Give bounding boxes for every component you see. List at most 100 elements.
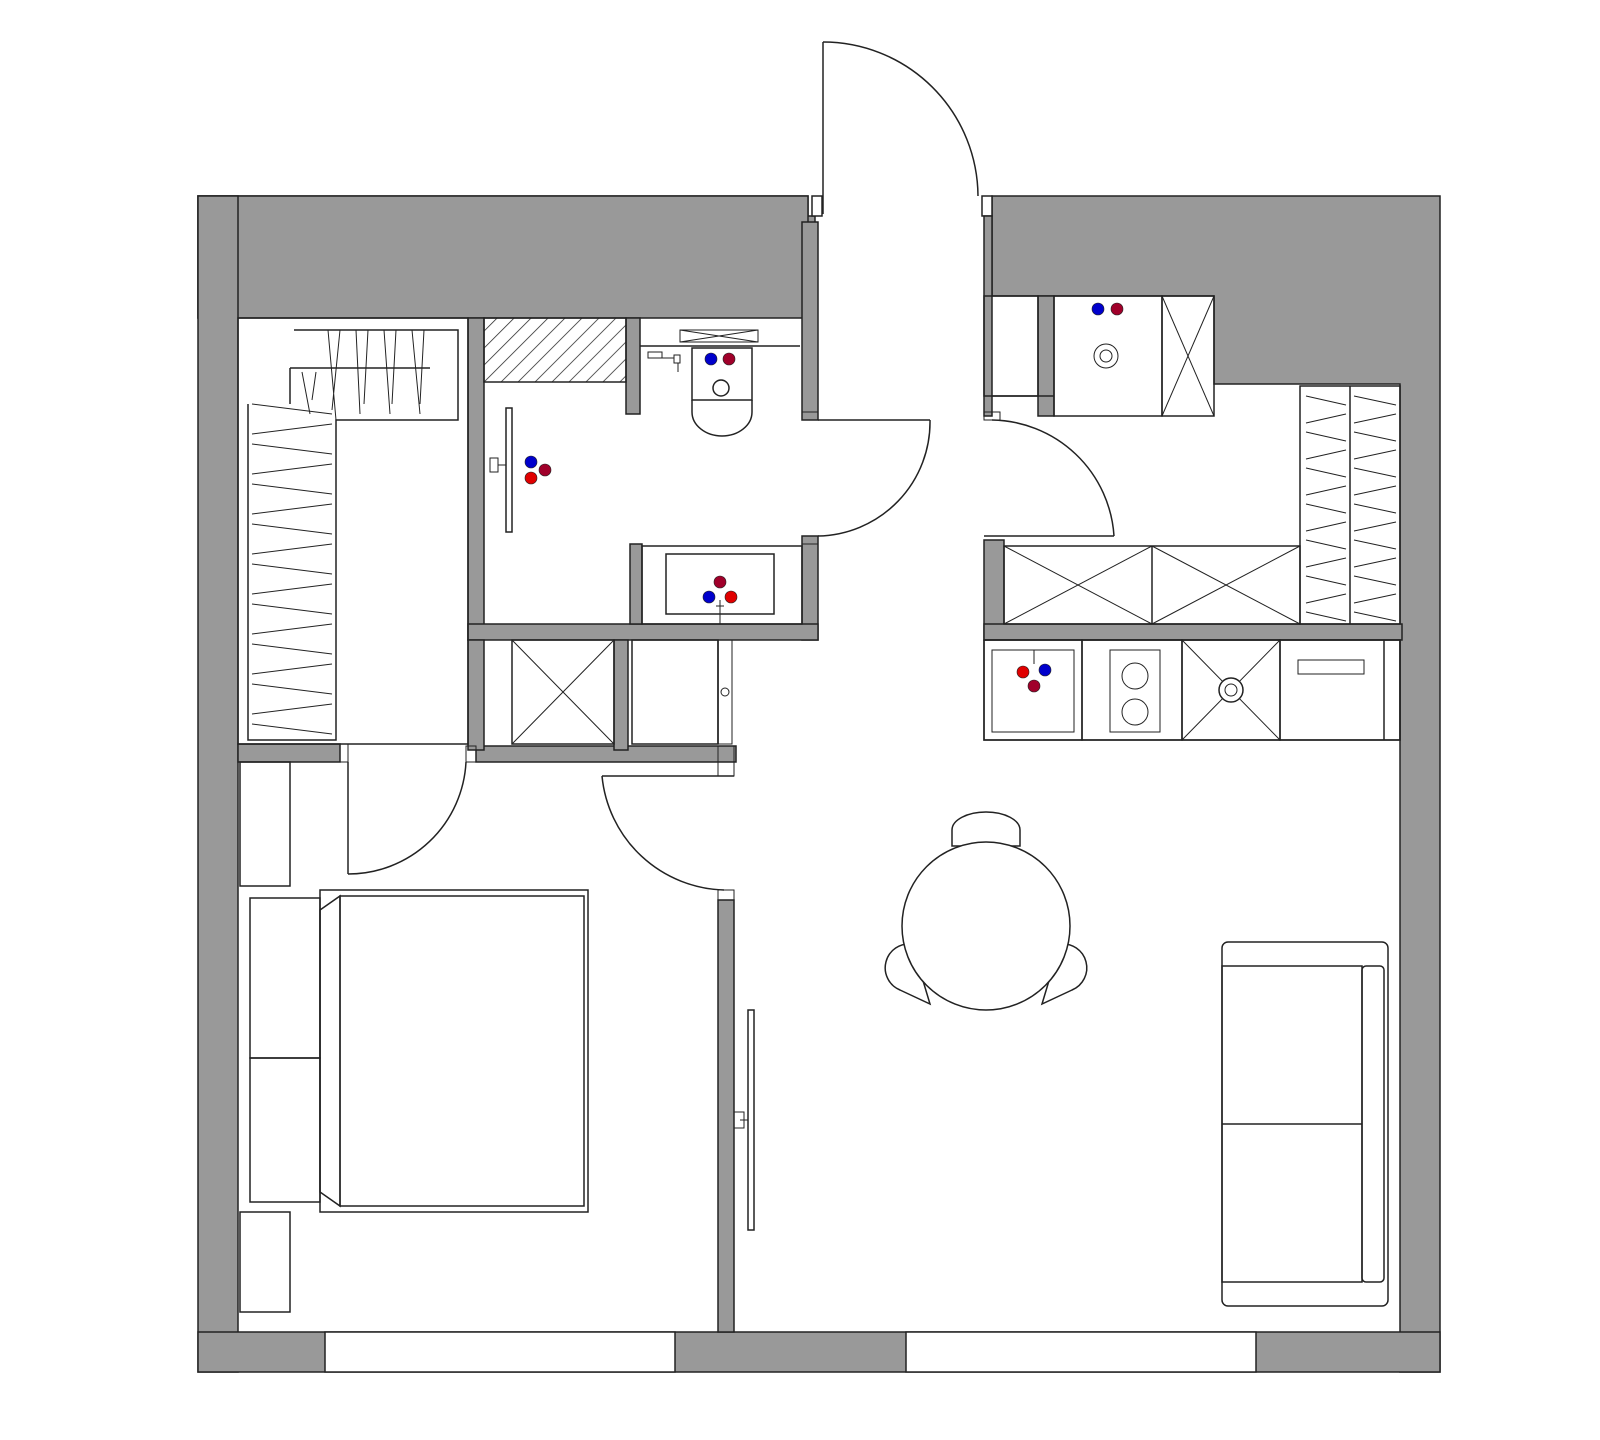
interior-walls bbox=[237, 215, 1403, 1333]
hanger-line bbox=[1353, 395, 1397, 406]
hanger-line bbox=[1305, 431, 1347, 442]
upper-cabinets[interactable] bbox=[1003, 545, 1301, 625]
shower-icon bbox=[489, 407, 552, 533]
hanger-line bbox=[1305, 521, 1347, 532]
hall-wall-left bbox=[467, 639, 485, 751]
hanger-line bbox=[251, 503, 333, 515]
hanger-line bbox=[251, 443, 333, 455]
kitchen-niche-wall bbox=[1037, 295, 1055, 417]
hanger-line bbox=[251, 403, 333, 415]
hall-cabinets bbox=[511, 639, 733, 745]
hanger-line bbox=[251, 423, 333, 435]
hangers-top bbox=[301, 329, 425, 421]
hangers-left bbox=[251, 403, 333, 735]
hanger-line bbox=[1353, 539, 1397, 550]
hanger-line bbox=[251, 483, 333, 495]
doors bbox=[347, 41, 1115, 891]
nightstand-top bbox=[239, 761, 291, 887]
hanger-line bbox=[1305, 611, 1347, 622]
boiler-cabinet-icon[interactable] bbox=[631, 639, 733, 745]
kitchen-wall-bottom bbox=[983, 623, 1403, 641]
hanger-line bbox=[251, 643, 333, 655]
hanger-line bbox=[1305, 557, 1347, 568]
hall-wall-mid bbox=[613, 639, 629, 751]
bath-wall-left bbox=[467, 317, 485, 641]
door-jamb-bedroom-2 bbox=[465, 745, 477, 763]
cabinet-icon[interactable] bbox=[1161, 295, 1215, 417]
bedroom-partition bbox=[717, 899, 735, 1333]
bathroom bbox=[483, 317, 803, 625]
wardrobe-icon[interactable] bbox=[1299, 385, 1401, 625]
hanger-line bbox=[1353, 521, 1397, 532]
hanger-line bbox=[251, 543, 333, 555]
table-icon[interactable] bbox=[884, 811, 1088, 1011]
hanger-line bbox=[251, 463, 333, 475]
hanger-line bbox=[1353, 485, 1397, 496]
door-swing-icon[interactable] bbox=[347, 761, 467, 875]
cabinet-icon[interactable] bbox=[511, 639, 615, 745]
bedroom bbox=[239, 761, 755, 1313]
wall-top-left-band bbox=[197, 195, 809, 319]
kitchen-counter bbox=[983, 639, 1401, 741]
hanger-line bbox=[1305, 395, 1347, 406]
door-jamb-bedroom bbox=[339, 743, 349, 763]
bath-wall-right-upper bbox=[801, 221, 819, 421]
hanger-line bbox=[1353, 449, 1397, 460]
dishwasher-icon[interactable] bbox=[1181, 639, 1281, 741]
hanger-line bbox=[251, 683, 333, 695]
bed-icon[interactable] bbox=[249, 889, 589, 1213]
shaft bbox=[483, 317, 627, 383]
hanger-line bbox=[251, 523, 333, 535]
return-water-icon bbox=[722, 352, 736, 366]
hanger-line bbox=[251, 623, 333, 635]
stove-icon[interactable] bbox=[1081, 639, 1183, 741]
hanger-line bbox=[251, 563, 333, 575]
hanger-line bbox=[1353, 557, 1397, 568]
sink-icon[interactable] bbox=[983, 639, 1083, 741]
chair-icon[interactable] bbox=[951, 811, 1021, 847]
flush-panel bbox=[679, 329, 759, 343]
hanger-line bbox=[251, 703, 333, 715]
hanger-line bbox=[1353, 611, 1397, 622]
exterior-walls bbox=[197, 195, 1441, 1373]
door-swing-icon[interactable] bbox=[801, 411, 931, 545]
window-bedroom bbox=[324, 1331, 676, 1373]
shower-partition bbox=[625, 317, 641, 415]
hanger-line bbox=[1305, 485, 1347, 496]
hanger-line bbox=[251, 723, 333, 735]
nightstand-bottom bbox=[239, 1211, 291, 1313]
hanger-line bbox=[251, 583, 333, 595]
toilet-icon[interactable] bbox=[691, 347, 753, 437]
hanger-line bbox=[1305, 413, 1347, 424]
bath-wall-bottom bbox=[467, 623, 819, 641]
window-living bbox=[905, 1331, 1257, 1373]
door-swing-icon[interactable] bbox=[601, 775, 734, 891]
hanger-line bbox=[1353, 413, 1397, 424]
door-swing-icon[interactable] bbox=[983, 411, 1115, 537]
wardrobe-wall-bottom bbox=[237, 743, 341, 763]
living-room bbox=[884, 811, 1389, 1307]
hanger-line bbox=[1305, 575, 1347, 586]
hanger-line bbox=[1305, 449, 1347, 460]
kitchen-wall-upper bbox=[983, 215, 993, 417]
dishwasher-icon[interactable] bbox=[1053, 295, 1163, 417]
hanger-line bbox=[251, 603, 333, 615]
chair-icon[interactable] bbox=[884, 943, 932, 1006]
sofa-icon[interactable] bbox=[1221, 941, 1389, 1307]
sink-niche-partition bbox=[629, 543, 643, 625]
cold-water-icon bbox=[704, 352, 718, 366]
hanger-line bbox=[1305, 503, 1347, 514]
chair-icon[interactable] bbox=[1040, 943, 1088, 1006]
hanger-line bbox=[1353, 431, 1397, 442]
hanger-line bbox=[1353, 575, 1397, 586]
jamb-left bbox=[811, 195, 823, 217]
fridge-icon[interactable] bbox=[1279, 639, 1401, 741]
wall-top-right bbox=[991, 195, 1441, 1373]
tv-icon bbox=[733, 1009, 755, 1231]
hall-wall-bottom bbox=[475, 745, 737, 763]
door-swing-icon[interactable] bbox=[822, 41, 979, 214]
sink-icon[interactable] bbox=[641, 545, 803, 625]
hanger-line bbox=[251, 663, 333, 675]
jamb-right bbox=[981, 195, 993, 217]
